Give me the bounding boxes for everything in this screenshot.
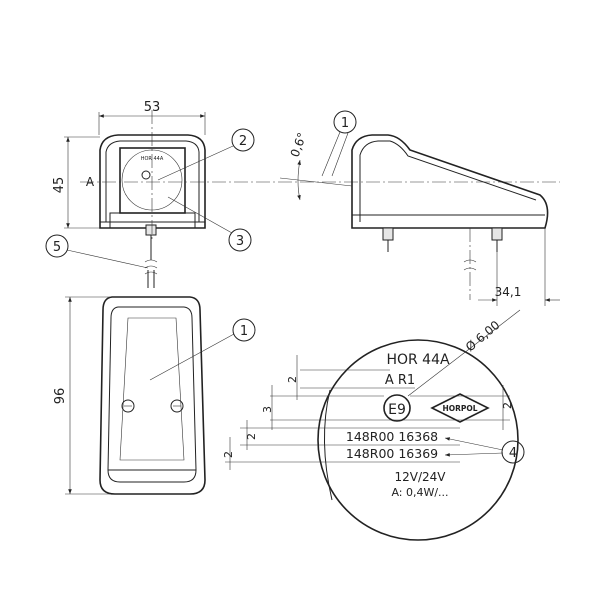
balloon-1-bottom: 1 bbox=[149, 318, 256, 381]
dimension-width: 53 bbox=[98, 100, 206, 135]
detail-dim-2: 3 bbox=[261, 406, 274, 413]
front-view: HOR 44A bbox=[99, 110, 206, 288]
dimension-height: 45 bbox=[52, 136, 100, 229]
plate-approval-2: 148R00 16369 bbox=[346, 446, 438, 461]
detail-dim-1: 2 bbox=[286, 376, 299, 383]
view-label-a: A bbox=[86, 175, 95, 189]
svg-text:2: 2 bbox=[239, 134, 247, 149]
dim-angle: 0,6° bbox=[288, 131, 310, 159]
balloon-1-side: 1 bbox=[321, 110, 357, 177]
plate-voltage: 12V/24V bbox=[395, 470, 447, 484]
balloon-4: 4 bbox=[444, 437, 525, 464]
svg-text:1: 1 bbox=[240, 324, 248, 339]
svg-text:3: 3 bbox=[236, 234, 244, 249]
plate-approval-mark: E9 bbox=[388, 402, 406, 418]
plate-approval-class: A R1 bbox=[385, 373, 415, 388]
plate-model: HOR 44A bbox=[386, 352, 450, 368]
side-view bbox=[279, 134, 549, 300]
svg-text:1: 1 bbox=[341, 116, 349, 131]
angle-dimension: 0,6° bbox=[288, 131, 310, 201]
dimension-stud-offset: 34,1 bbox=[478, 228, 560, 306]
plate-brand-logo: HORPOL bbox=[442, 404, 477, 413]
plate-power: A: 0,4W/... bbox=[391, 486, 448, 499]
dim-45: 45 bbox=[52, 177, 67, 194]
svg-text:4: 4 bbox=[509, 446, 517, 461]
dim-34-1: 34,1 bbox=[495, 285, 522, 299]
svg-text:5: 5 bbox=[53, 240, 61, 255]
dim-96: 96 bbox=[53, 388, 68, 405]
detail-view: 2 3 2 2 2 HOR 44A A R1 E9 HORPOL 148R00 … bbox=[222, 309, 521, 541]
emblem-diameter-dim: Ø 6,00 bbox=[463, 318, 503, 354]
dimension-length: 96 bbox=[53, 296, 110, 495]
balloon-2: 2 bbox=[157, 128, 255, 181]
balloon-3: 3 bbox=[167, 196, 252, 252]
balloon-5: 5 bbox=[45, 234, 149, 269]
logo-height-dim: 2 bbox=[501, 402, 514, 409]
plate-approval-1: 148R00 16368 bbox=[346, 429, 438, 444]
detail-dim-4: 2 bbox=[222, 451, 235, 458]
detail-dim-3: 2 bbox=[245, 433, 258, 440]
dim-53: 53 bbox=[144, 100, 161, 115]
bottom-view bbox=[99, 296, 206, 495]
